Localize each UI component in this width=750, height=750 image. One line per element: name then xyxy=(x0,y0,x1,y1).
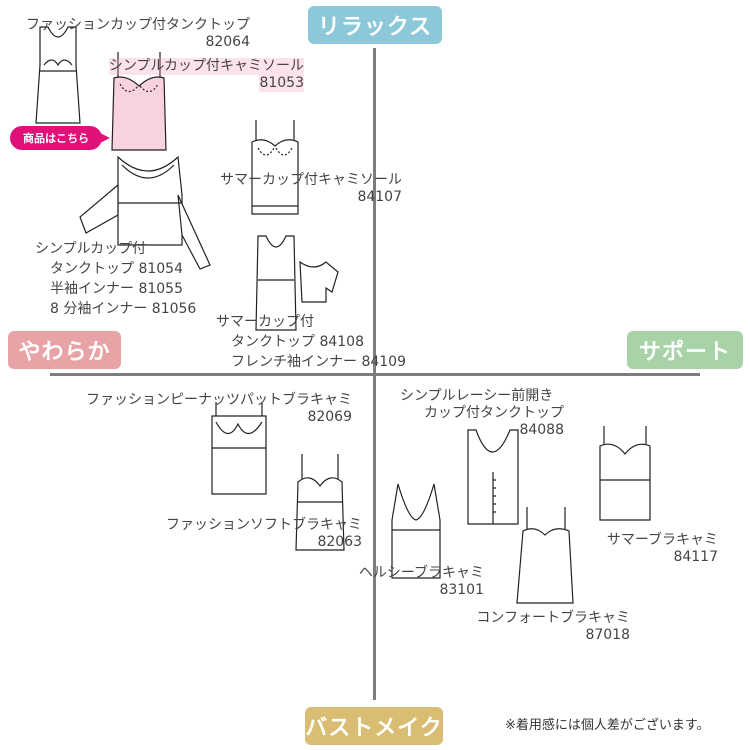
tank-top-with-sleeves-illustration[interactable] xyxy=(78,155,213,275)
product-code: 83101 xyxy=(439,582,484,598)
product-line: シンプルカップ付 xyxy=(35,241,147,257)
soft-bra-camisole-illustration[interactable] xyxy=(292,452,348,552)
product-label-83101[interactable]: ヘルシーブラキャミ 83101 xyxy=(350,565,484,599)
product-code: 84117 xyxy=(673,549,718,565)
product-line: タンクトップ 84108 xyxy=(231,334,364,350)
horizontal-axis xyxy=(50,373,700,376)
tank-top-illustration[interactable] xyxy=(30,25,86,125)
product-line: フレンチ袖インナー 84109 xyxy=(231,354,406,370)
product-code: 82063 xyxy=(317,534,362,550)
healthy-bra-camisole-illustration[interactable] xyxy=(388,480,444,580)
product-line: 8 分袖インナー 81056 xyxy=(50,301,197,317)
product-name: ファッションピーナッツパットブラキャミ xyxy=(86,392,352,408)
product-code: 81053 xyxy=(259,75,304,92)
axis-label-left: やわらか xyxy=(8,331,121,369)
front-opening-tank-illustration[interactable] xyxy=(462,428,524,526)
product-code: 87018 xyxy=(585,627,630,643)
axis-label-top: リラックス xyxy=(308,6,442,44)
product-label-8410x[interactable]: サマーカップ付 タンクトップ 84108 フレンチ袖インナー 84109 xyxy=(216,312,406,372)
product-line: サマーカップ付 xyxy=(216,314,314,330)
summer-camisole-illustration[interactable] xyxy=(248,118,302,216)
product-label-81053[interactable]: シンプルカップ付キャミソール 81053 xyxy=(92,58,304,92)
product-name: ファッションソフトブラキャミ xyxy=(166,517,362,533)
product-label-82063[interactable]: ファッションソフトブラキャミ 82063 xyxy=(152,517,362,551)
product-name: サマーブラキャミ xyxy=(606,532,718,548)
product-label-87018[interactable]: コンフォートブラキャミ 87018 xyxy=(464,610,630,644)
peanut-pad-bra-camisole-illustration[interactable] xyxy=(208,400,270,496)
product-label-82064[interactable]: ファッションカップ付タンクトップ 82064 xyxy=(10,17,250,51)
product-line: 半袖インナー 81055 xyxy=(50,281,183,297)
product-label-8105x[interactable]: シンプルカップ付 タンクトップ 81054 半袖インナー 81055 8 分袖イ… xyxy=(35,239,196,319)
product-label-82069[interactable]: ファッションピーナッツパットブラキャミ 82069 xyxy=(66,392,352,426)
product-name: カップ付タンクトップ xyxy=(424,405,564,421)
product-name: ファッションカップ付タンクトップ xyxy=(26,17,250,33)
product-name: シンプルカップ付キャミソール xyxy=(108,58,304,75)
product-name: ヘルシーブラキャミ xyxy=(358,565,484,581)
product-code: 84088 xyxy=(519,422,564,438)
product-code: 84107 xyxy=(357,189,402,205)
axis-label-bottom: バストメイク xyxy=(305,707,443,745)
product-name: コンフォートブラキャミ xyxy=(476,610,630,626)
product-label-84107[interactable]: サマーカップ付キャミソール 84107 xyxy=(210,172,402,206)
product-line: タンクトップ 81054 xyxy=(50,261,183,277)
axis-label-right: サポート xyxy=(627,331,743,369)
view-product-button[interactable]: 商品はこちら xyxy=(10,126,110,150)
summer-tank-french-sleeve-illustration[interactable] xyxy=(252,232,342,332)
product-name: サマーカップ付キャミソール xyxy=(220,172,402,188)
product-code: 82069 xyxy=(307,409,352,425)
fit-disclaimer: ※着用感には個人差がございます。 xyxy=(505,718,710,733)
camisole-illustration[interactable] xyxy=(108,50,170,152)
product-name: シンプルレーシー前開き xyxy=(400,388,554,404)
product-code: 82064 xyxy=(205,34,250,50)
comfort-bra-camisole-illustration[interactable] xyxy=(515,505,575,605)
product-label-84117[interactable]: サマーブラキャミ 84117 xyxy=(598,532,718,566)
product-label-84088[interactable]: シンプルレーシー前開き カップ付タンクトップ 84088 xyxy=(400,388,564,439)
summer-bra-camisole-illustration[interactable] xyxy=(596,424,654,522)
